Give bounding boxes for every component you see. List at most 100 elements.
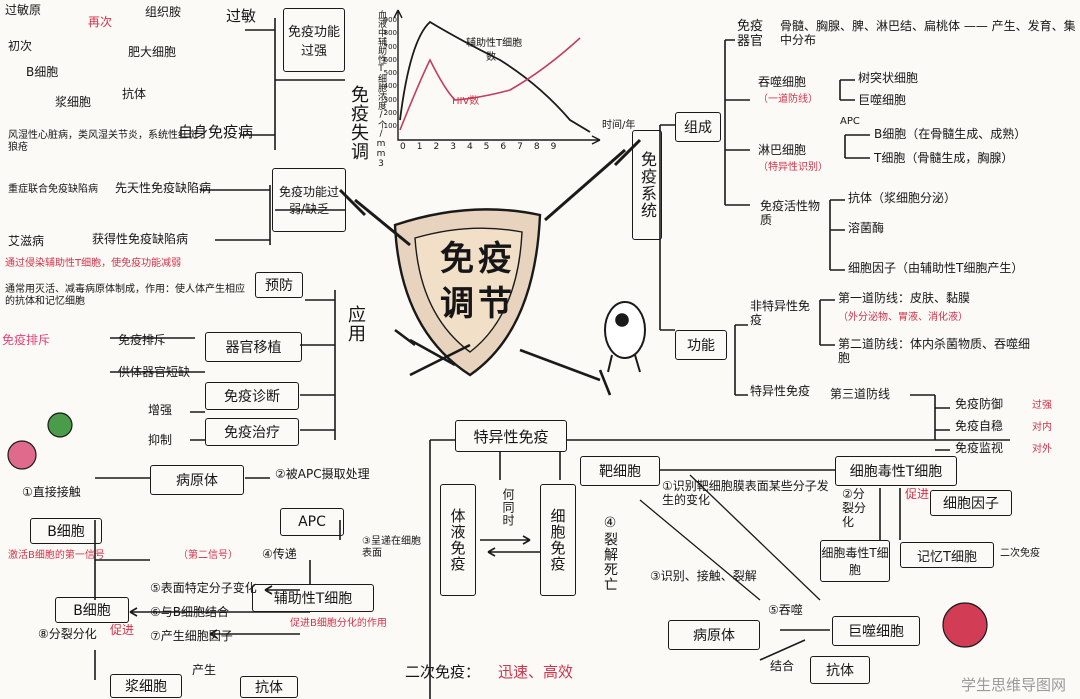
allergy-item: B细胞 [26, 65, 59, 79]
organs-label: 免疫器官 [737, 19, 764, 49]
system-apc: APC [840, 116, 860, 127]
graph-hiv-label: HIV数 [452, 96, 480, 107]
cytokine-box: 细胞因子 [930, 490, 1012, 516]
phagocytosis-step: ⑤吞噬 [768, 603, 803, 617]
y-tick: 500 [383, 69, 397, 78]
organs-desc: 骨髓、胸腺、脾、淋巴结、扁桃体 —— 产生、发育、集中分布 [780, 19, 1076, 47]
lymphocyte-note: （特异性识别） [758, 162, 828, 173]
secondary-immunity-value: 迅速、高效 [498, 663, 574, 681]
organ-transplant-box: 器官移植 [205, 332, 302, 362]
step: ⑥与B细胞结合 [150, 605, 229, 619]
deficiency-box: 免疫功能过弱/缺乏 [272, 168, 346, 232]
x-tick: 6 [500, 142, 507, 152]
macrophage-box: 巨噬细胞 [832, 616, 920, 646]
composition-box: 组成 [675, 112, 721, 142]
graph-title-2: 数 [486, 52, 496, 63]
transplant-reject: 免疫排斥 [118, 333, 167, 347]
application-title: 应用 [345, 305, 366, 343]
division-label: ②分裂分化 [842, 487, 867, 529]
hyper-function-box: 免疫功能过强 [283, 8, 345, 72]
apc-box: APC [280, 508, 344, 536]
function-note: 对内 [1032, 422, 1052, 433]
step: ②被APC摄取处理 [275, 467, 370, 481]
molecules-label: 免疫活性物质 [760, 199, 821, 227]
transplant-reject-tag: 免疫排斥 [2, 333, 51, 347]
immune-system-title: 免疫系统 [632, 130, 662, 240]
y-tick: 400 [383, 82, 397, 91]
allergy-item: 肥大细胞 [128, 45, 177, 59]
immune-function: 免疫防御 [955, 397, 1004, 411]
recognize-step: ③识别、接触、裂解 [650, 569, 757, 583]
lymphocyte-label: 淋巴细胞 [758, 143, 807, 157]
treatment-box: 免疫治疗 [205, 418, 299, 446]
graph-x-label: 时间/年 [602, 120, 636, 131]
function-note: 过强 [1032, 400, 1052, 411]
center-title-top: 免疫 [440, 239, 516, 279]
specific-immunity-title: 特异性免疫 [455, 420, 567, 452]
antigen-box: 病原体 [150, 465, 244, 495]
promote-tag-right: 促进 [905, 487, 930, 501]
second-signal: （第二信号） [178, 550, 238, 561]
secondary-tag: 二次免疫 [1000, 548, 1040, 559]
allergy-item: 抗体 [122, 87, 147, 101]
y-tick: 300 [383, 95, 397, 104]
link-text: 何同时 [501, 488, 515, 527]
y-tick: 900 [383, 16, 397, 24]
function-box: 功能 [675, 330, 727, 360]
immune-function: 免疫监视 [955, 441, 1004, 455]
x-tick: 7 [517, 142, 523, 152]
center-title-bottom: 调节 [440, 284, 516, 324]
ctl-box: 细胞毒性T细胞 [820, 540, 890, 582]
graph-x-ticks: 0 1 2 3 4 5 6 7 8 9 [400, 142, 556, 152]
allergy-item: 浆细胞 [55, 95, 92, 109]
x-tick: 4 [466, 142, 473, 152]
x-tick: 9 [550, 142, 557, 152]
y-tick: 100 [383, 122, 397, 131]
x-tick: 8 [533, 142, 540, 152]
ulcer-item: 增强 [148, 403, 173, 417]
promote-tag: 促进 [110, 623, 135, 637]
x-tick: 5 [483, 142, 490, 152]
b-cell-box-top: B细胞 [30, 518, 102, 544]
allergy-item: 初次 [8, 39, 33, 53]
x-tick: 1 [416, 142, 423, 152]
first-line-note: （外分泌物、胃液、消化液） [838, 312, 968, 323]
antibody-box: 抗体 [240, 676, 298, 698]
secondary-immunity-label: 二次免疫： [405, 663, 481, 681]
aids-label: 艾滋病 [8, 234, 45, 248]
vaccine-desc: 通常用灭活、减毒病原体制成，作用：使人体产生相应的抗体和记忆细胞 [5, 284, 245, 307]
allergy-label: 过敏 [226, 7, 257, 25]
phagocyte-label: 吞噬细胞 [758, 75, 807, 89]
b-note: 促进B细胞分化的作用 [290, 618, 387, 629]
target-desc: ①识别靶细胞膜表面某些分子发生的变化 [662, 479, 829, 507]
phagocyte-type: 树突状细胞 [858, 71, 919, 85]
ulcer-item: 抑制 [148, 433, 173, 447]
step: ⑦产生细胞因子 [150, 629, 233, 643]
graph-y-label: 血液中辅助性T细胞浓度/个/mm3 [376, 10, 386, 169]
phagocyte-type: 巨噬细胞 [858, 93, 907, 107]
b-activation: 激活B细胞的第一信号 [8, 550, 105, 561]
humoral-immunity-box: 体液免疫 [440, 484, 476, 596]
antibody-box-right: 抗体 [810, 656, 870, 684]
phagocyte-note: （一道防线） [758, 94, 818, 105]
helper-t-box: 辅助性T细胞 [252, 584, 374, 612]
lysis-death: ④裂解死亡 [602, 515, 618, 592]
molecule-item: 溶菌酶 [848, 221, 885, 235]
congenital-label: 先天性免疫缺陷病 [115, 181, 212, 195]
b-cell-desc: B细胞（在骨髓生成、成熟） [874, 127, 1027, 141]
immune-function: 免疫自稳 [955, 419, 1004, 433]
division-step: ⑧分裂分化 [38, 627, 97, 641]
acquired-label: 获得性免疫缺陷病 [92, 232, 189, 246]
transplant-cause: 供体器官短缺 [118, 365, 191, 379]
autoimmune-desc: 风湿性心脏病，类风湿关节炎，系统性红斑狼疮 [8, 130, 198, 153]
t-cell-desc: T细胞（骨髓生成，胸腺） [874, 151, 1014, 165]
graph-y-ticks: 900 800 700 600 500 400 300 200 100 [381, 14, 397, 134]
plasma-cell-box: 浆细胞 [110, 674, 182, 698]
diagnosis-box: 免疫诊断 [205, 382, 299, 410]
imbalance-title: 免疫失调 [348, 85, 369, 161]
y-tick: 200 [383, 109, 397, 118]
y-tick: 600 [383, 55, 397, 64]
x-tick: 2 [433, 142, 440, 152]
produce-label: 产生 [192, 663, 217, 677]
function-note: 对外 [1032, 444, 1052, 455]
